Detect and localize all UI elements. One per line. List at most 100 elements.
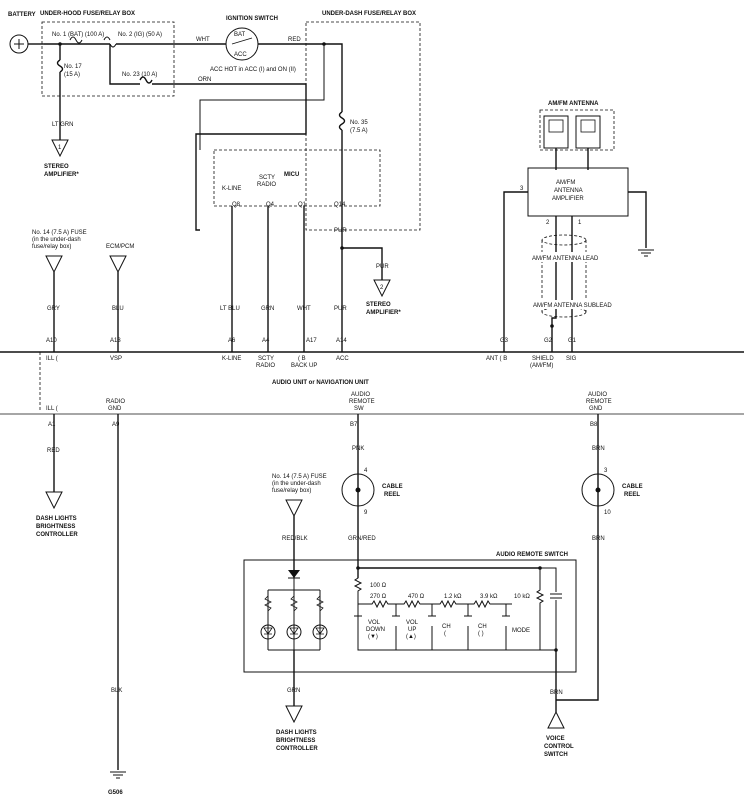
audio-remote-switch: AUDIO REMOTE SWITCH [243,552,577,673]
audio-unit-title: AUDIO UNIT or NAVIGATION UNIT [272,380,369,386]
svg-text:VOL: VOL [368,620,381,626]
svg-text:VOICE: VOICE [546,736,565,742]
dash-lights-controller-1: DASH LIGHTS BRIGHTNESS CONTROLLER [36,491,78,538]
svg-text:100 Ω: 100 Ω [370,583,387,589]
svg-text:AUDIO: AUDIO [351,392,370,398]
remote-switch-title: AUDIO REMOTE SWITCH [496,552,568,558]
svg-text:(in the under-dash: (in the under-dash [32,237,81,243]
wire-pnk-label: PNK [352,446,364,452]
svg-text:2: 2 [546,220,550,226]
fuse-17-label: No. 17 [64,64,82,70]
antenna-lead-label: AM/FM ANTENNA LEAD [532,256,599,262]
svg-text:K-LINE: K-LINE [222,356,241,362]
svg-text:A14: A14 [336,338,347,344]
underhood-fuse-box: UNDER-HOOD FUSE/RELAY BOX No. 1 (BAT) (1… [40,11,175,97]
svg-text:DOWN: DOWN [366,627,385,633]
svg-text:G1: G1 [568,338,577,344]
fuse-17-symbol [56,44,64,112]
svg-text:G3: G3 [500,338,509,344]
underhood-box-title: UNDER-HOOD FUSE/RELAY BOX [40,11,135,17]
cable-reel-2: 3 10 CABLE REEL [581,468,643,516]
wire-red-blk-label: RED/BLK [282,536,308,542]
svg-text:4: 4 [364,468,368,474]
svg-text:(: ( [444,631,446,637]
fuse-35-rating: (7.5 A) [350,128,368,134]
wire-pur-3-label: PUR [334,306,347,312]
wire-blu-label: BLU [112,306,124,312]
ignition-note: ACC HOT in ACC (I) and ON (II) [210,67,296,73]
svg-text:( B: ( B [298,356,306,362]
svg-text:ILL (: ILL ( [46,406,58,412]
svg-text:(▲): (▲) [406,634,416,640]
svg-text:ACC: ACC [336,356,349,362]
wire-wht-2-label: WHT [297,306,311,312]
svg-text:AM/FM: AM/FM [556,180,575,186]
svg-text:A17: A17 [306,338,317,344]
wire-pur-1-label: PUR [334,228,347,234]
svg-text:AMPLIFIER: AMPLIFIER [552,196,584,202]
wire-lt-blu-label: LT BLU [220,306,240,312]
am-fm-antenna: AM/FM ANTENNA [539,101,615,151]
wire-gry-label: GRY [47,306,60,312]
svg-text:A13: A13 [110,338,121,344]
svg-text:(in the under-dash: (in the under-dash [272,481,321,487]
svg-text:3: 3 [520,186,524,192]
illumination-leds [260,570,328,651]
audio-unit: ILL ( VSP K-LINE SCTY RADIO ( B BACK UP … [0,351,744,428]
wire-red-label: RED [288,37,301,43]
svg-text:B7: B7 [350,422,358,428]
ecm-pcm: ECM/PCM [106,244,134,274]
micu-title: MICU [284,172,299,178]
svg-text:SWITCH: SWITCH [544,752,568,758]
svg-text:DASH LIGHTS: DASH LIGHTS [276,730,317,736]
svg-text:G2: G2 [544,338,553,344]
wire-grn-2-label: GRN [287,688,300,694]
wire-pur-2-label: PUR [376,264,389,270]
fuse-1-symbol [69,36,83,44]
svg-text:ANTENNA: ANTENNA [554,188,583,194]
svg-text:(▼): (▼) [368,634,378,640]
svg-text:VSP: VSP [110,356,122,362]
fuse-14-top: No. 14 (7.5 A) FUSE (in the under-dash f… [32,230,87,274]
svg-text:3.9 kΩ: 3.9 kΩ [480,594,498,600]
svg-text:470 Ω: 470 Ω [408,594,425,600]
svg-text:SCTY: SCTY [259,175,275,181]
stereo-amplifier-2-connector: 2 STEREO AMPLIFIER* [366,279,401,316]
fuse-23-symbol [109,44,174,85]
svg-text:REMOTE: REMOTE [586,399,612,405]
wire-grn-1-label: GRN [261,306,274,312]
svg-text:3: 3 [604,468,608,474]
svg-text:ECM/PCM: ECM/PCM [106,244,134,250]
svg-text:9: 9 [364,510,368,516]
svg-text:SW: SW [354,406,364,412]
svg-text:VOL: VOL [406,620,419,626]
svg-text:10: 10 [604,510,611,516]
svg-text:RADIO: RADIO [256,363,275,369]
micu-box: MICU K-LINE SCTY RADIO Q8 Q4 Q1 Q14 [213,149,381,208]
fuse-35-label: No. 35 [350,120,368,126]
battery: BATTERY [8,12,36,54]
svg-text:REEL: REEL [384,492,400,498]
svg-text:BRIGHTNESS: BRIGHTNESS [276,738,315,744]
wire-brn-1-label: BRN [592,446,605,452]
svg-text:A10: A10 [46,338,57,344]
wire-brn-2-label: BRN [592,536,605,542]
fuse-23-label: No. 23 (10 A) [122,72,157,78]
svg-text:CONTROL: CONTROL [544,744,574,750]
ignition-switch-title: IGNITION SWITCH [226,16,278,22]
wire-wht-1-label: WHT [196,37,210,43]
svg-text:AMPLIFIER*: AMPLIFIER* [366,310,401,316]
svg-text:REMOTE: REMOTE [349,399,375,405]
fuse-14-bottom: No. 14 (7.5 A) FUSE (in the under-dash f… [272,474,327,518]
antenna-title: AM/FM ANTENNA [548,101,599,107]
svg-text:RADIO: RADIO [257,182,276,188]
svg-text:BACK UP: BACK UP [291,363,317,369]
svg-text:UP: UP [408,627,416,633]
svg-text:fuse/relay box): fuse/relay box) [32,244,71,250]
cable-reel-1: 4 9 CABLE REEL [341,468,403,516]
wire-orn-label: ORN [198,77,211,83]
svg-text:CH: CH [442,624,451,630]
svg-text:1.2 kΩ: 1.2 kΩ [444,594,462,600]
svg-text:A6: A6 [228,338,236,344]
svg-text:B8: B8 [590,422,598,428]
